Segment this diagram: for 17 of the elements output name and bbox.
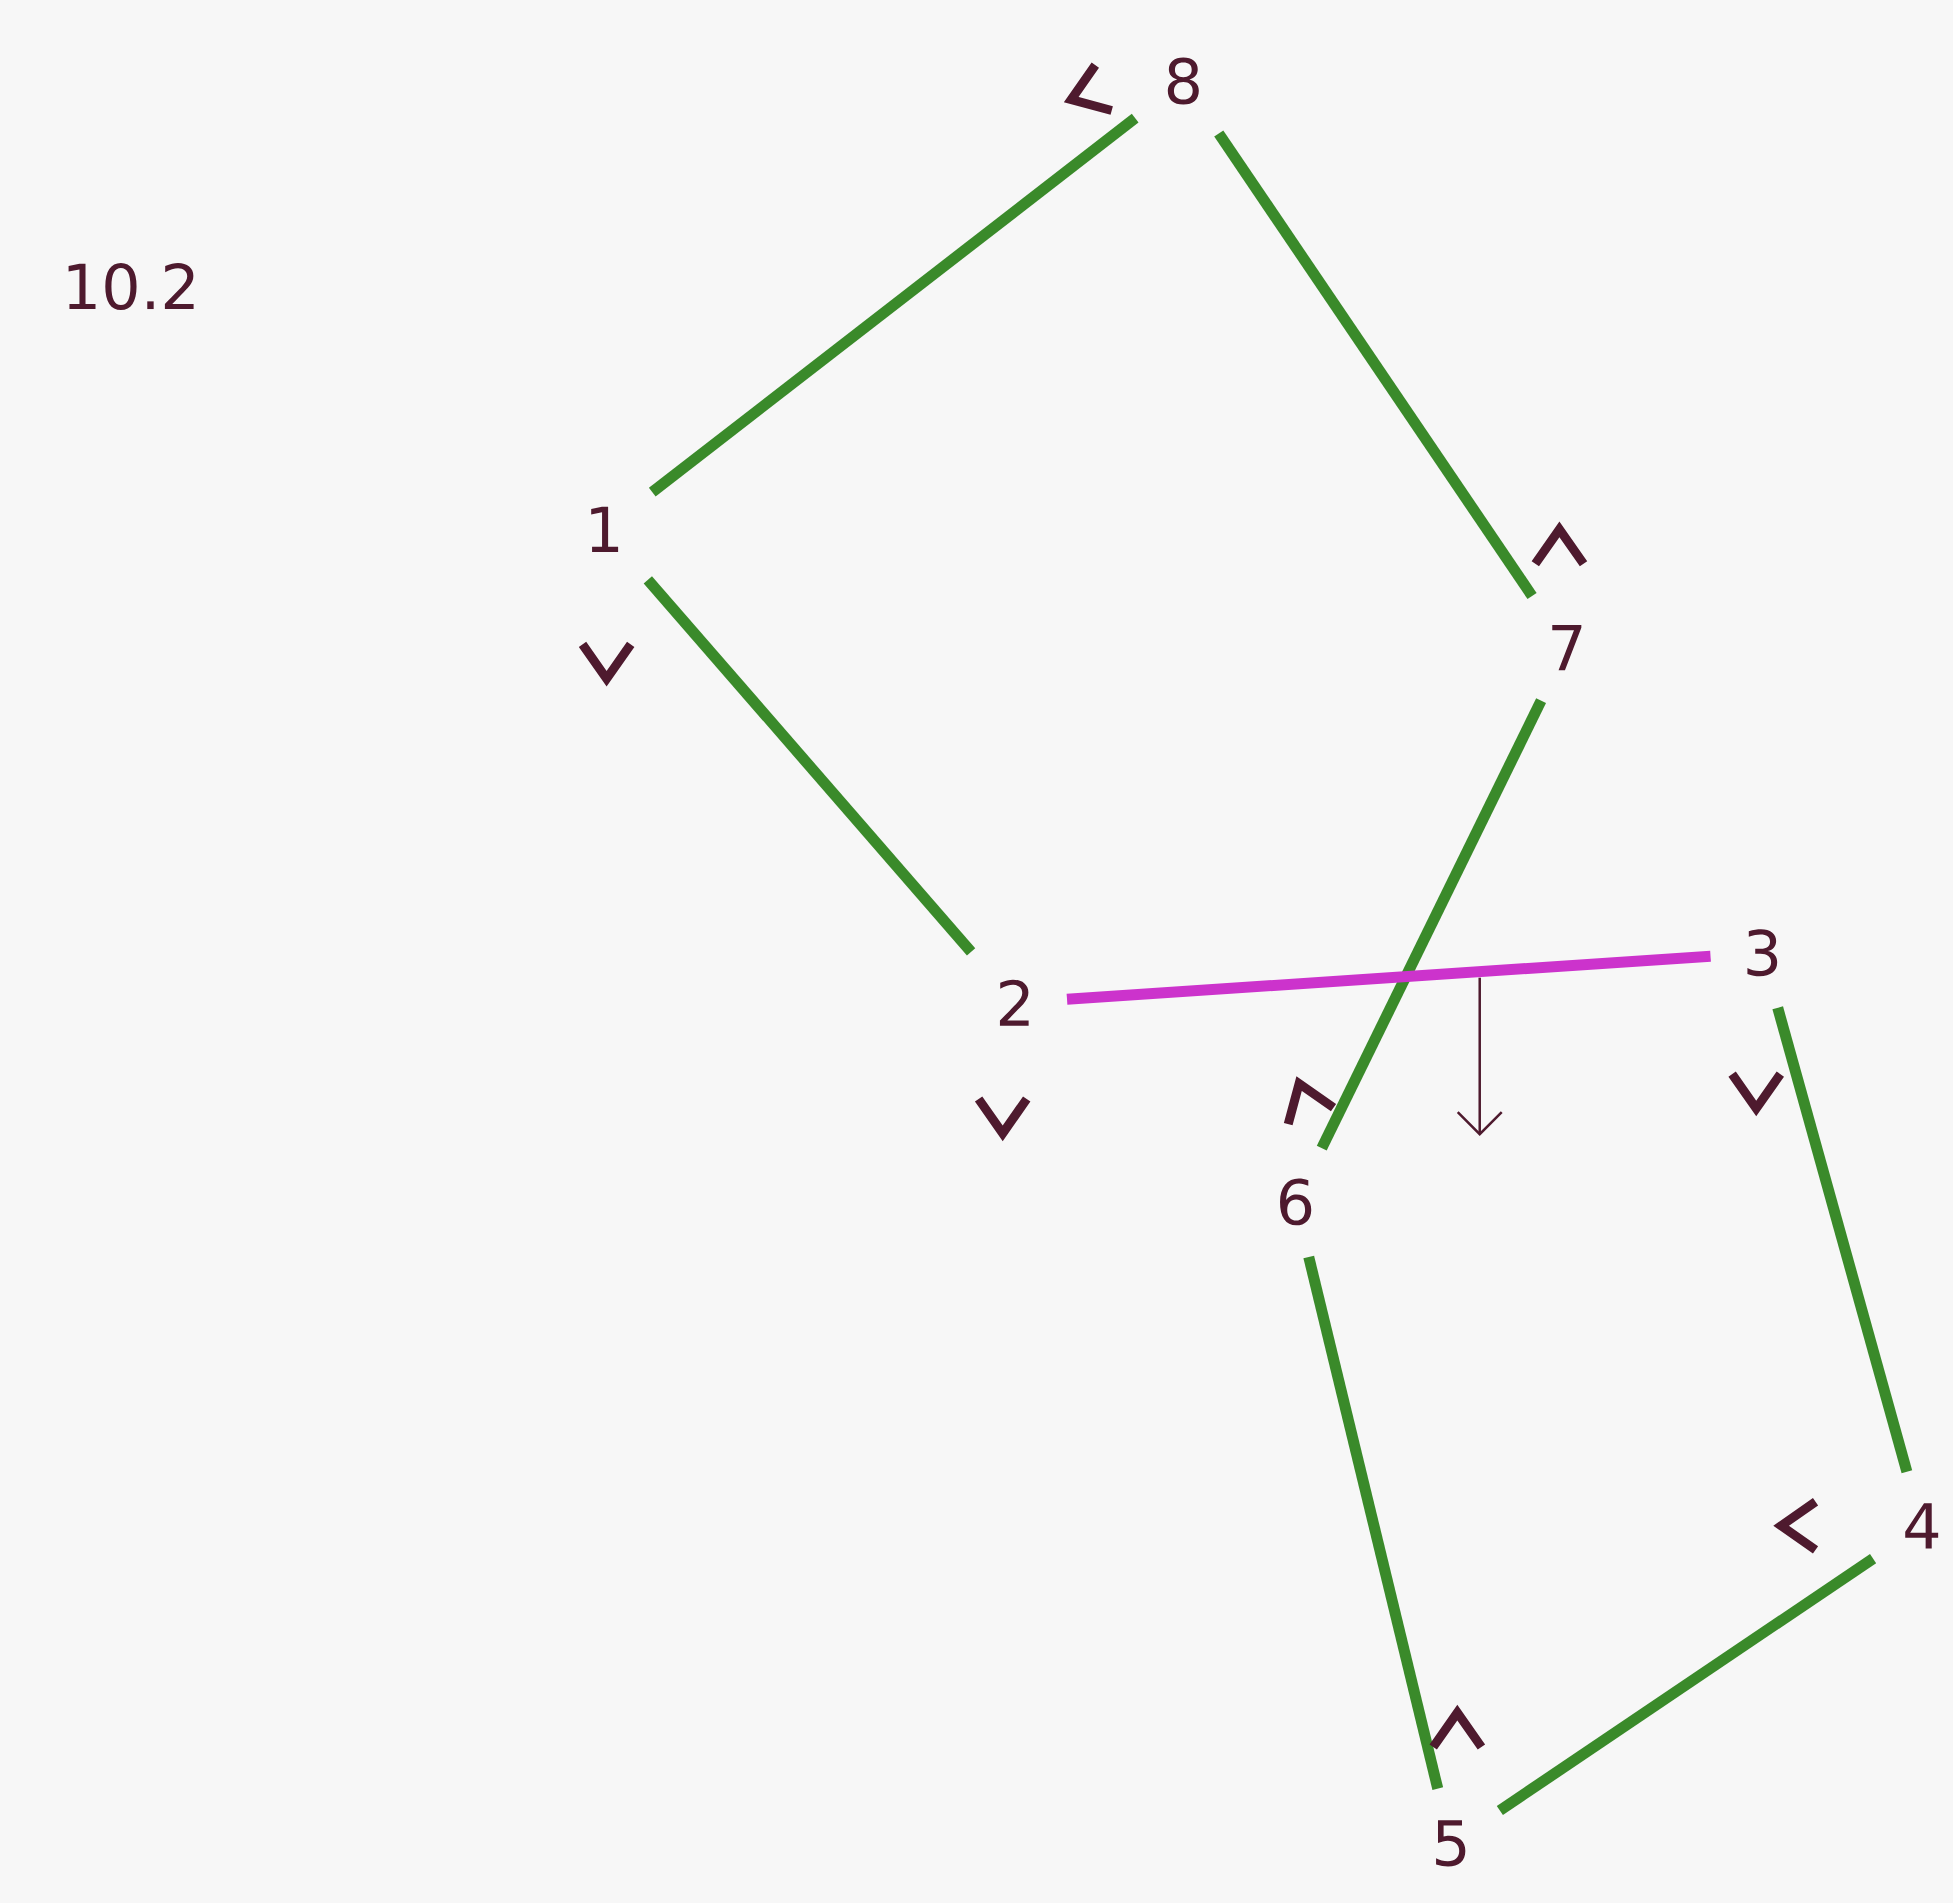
fold-line — [643, 576, 976, 956]
point-label: 5 — [1436, 1820, 1466, 1867]
point-label: 4 — [1905, 1503, 1939, 1549]
fold-line — [1214, 130, 1537, 600]
fold-line — [648, 113, 1139, 497]
point-label: 1 — [591, 506, 619, 552]
point-label: 8 — [1167, 57, 1199, 105]
fold-line — [1066, 950, 1711, 1005]
fold-line — [1316, 698, 1547, 1151]
point-label: 7 — [1552, 625, 1582, 671]
fold-line — [1496, 1554, 1877, 1816]
point-label: 6 — [1280, 1178, 1312, 1226]
fold-line — [1772, 1006, 1913, 1474]
point-label: 2 — [999, 979, 1029, 1026]
figure-number: 10.2 — [68, 263, 194, 310]
fold-line — [1303, 1255, 1444, 1790]
point-label: 3 — [1747, 929, 1778, 977]
